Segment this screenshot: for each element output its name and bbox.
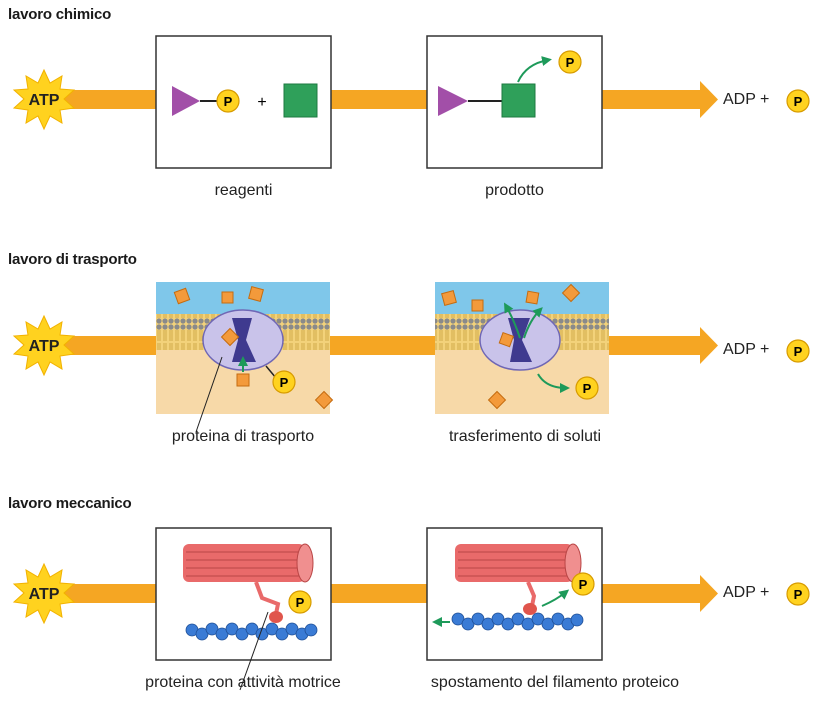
phosphate-icon bbox=[288, 590, 312, 614]
phosphate-label: P bbox=[280, 375, 289, 390]
energy-arrow-head bbox=[700, 575, 718, 612]
release-arrow-icon bbox=[517, 56, 552, 83]
substrate-triangle-icon bbox=[172, 86, 200, 116]
atp-star bbox=[12, 68, 76, 131]
caption-reagents: reagenti bbox=[214, 182, 273, 199]
solute-icon bbox=[487, 390, 507, 410]
end-label-mechanical: ADP + bbox=[723, 584, 770, 601]
end-phosphate-icon bbox=[786, 582, 810, 606]
membrane-panel-left: P bbox=[156, 282, 334, 433]
energy-arrow-head bbox=[700, 327, 718, 364]
phosphate-label: P bbox=[566, 55, 575, 70]
motor-head bbox=[269, 611, 283, 623]
phosphate-icon bbox=[571, 572, 595, 596]
solute-icon bbox=[173, 287, 191, 305]
phosphate-label: P bbox=[296, 595, 305, 610]
atp-label: ATP bbox=[29, 92, 60, 109]
solute-icon bbox=[314, 390, 334, 410]
actin-filament bbox=[451, 612, 584, 631]
myosin-filament bbox=[455, 543, 582, 583]
release-arrow-icon bbox=[541, 589, 570, 607]
product-triangle-icon bbox=[438, 86, 468, 116]
energy-arrow-head bbox=[700, 81, 718, 118]
leader-line bbox=[195, 356, 223, 433]
section-title-chemical: lavoro chimico bbox=[8, 6, 112, 23]
caption-filament-movement: spostamento del filamento proteico bbox=[430, 674, 680, 691]
phosphate-icon bbox=[558, 50, 582, 74]
atp-star bbox=[12, 314, 76, 377]
phosphate-label: P bbox=[794, 94, 803, 109]
phosphate-icon bbox=[272, 370, 296, 394]
leader-line bbox=[239, 611, 269, 691]
phosphate-icon bbox=[575, 376, 599, 400]
phosphate-label: P bbox=[794, 587, 803, 602]
caption-motor-protein: proteina con attività motrice bbox=[145, 674, 341, 691]
substrate-square-icon bbox=[283, 83, 318, 118]
end-label-chemical: ADP + bbox=[723, 91, 770, 108]
phosphate-icon bbox=[216, 89, 240, 113]
product-square-icon bbox=[501, 83, 536, 118]
atp-star bbox=[12, 562, 76, 625]
plus-sign: + bbox=[257, 94, 266, 111]
myosin-filament bbox=[183, 543, 314, 583]
solute-icon bbox=[248, 286, 264, 302]
membrane-panel-right: P bbox=[435, 282, 609, 414]
atp-label: ATP bbox=[29, 338, 60, 355]
caption-transport-protein: proteina di trasporto bbox=[171, 428, 315, 445]
caption-product: prodotto bbox=[485, 182, 544, 199]
atp-label: ATP bbox=[29, 586, 60, 603]
row-chemical: ATP P + P P bbox=[12, 35, 810, 169]
caption-solute-transfer: trasferimento di soluti bbox=[448, 428, 602, 445]
solute-icon bbox=[525, 290, 540, 305]
end-label-transport: ADP + bbox=[723, 341, 770, 358]
solute-icon bbox=[236, 373, 250, 387]
end-phosphate-icon bbox=[786, 339, 810, 363]
phosphate-label: P bbox=[794, 344, 803, 359]
section-title-transport: lavoro di trasporto bbox=[8, 251, 137, 268]
section-title-mechanical: lavoro meccanico bbox=[8, 495, 132, 512]
phosphate-label: P bbox=[583, 381, 592, 396]
row-mechanical: ATP P bbox=[12, 527, 810, 691]
actin-filament bbox=[185, 622, 318, 641]
end-phosphate-icon bbox=[786, 89, 810, 113]
motor-box-right: P bbox=[426, 527, 603, 661]
motor-head bbox=[523, 603, 537, 615]
phosphate-label: P bbox=[579, 577, 588, 592]
solute-icon bbox=[221, 291, 234, 304]
solute-icon bbox=[471, 299, 484, 312]
solute-icon bbox=[561, 283, 581, 303]
row-transport: ATP P bbox=[12, 282, 810, 433]
solute-icon bbox=[441, 290, 457, 306]
motor-box-left: P bbox=[155, 527, 332, 691]
phosphate-label: P bbox=[224, 94, 233, 109]
